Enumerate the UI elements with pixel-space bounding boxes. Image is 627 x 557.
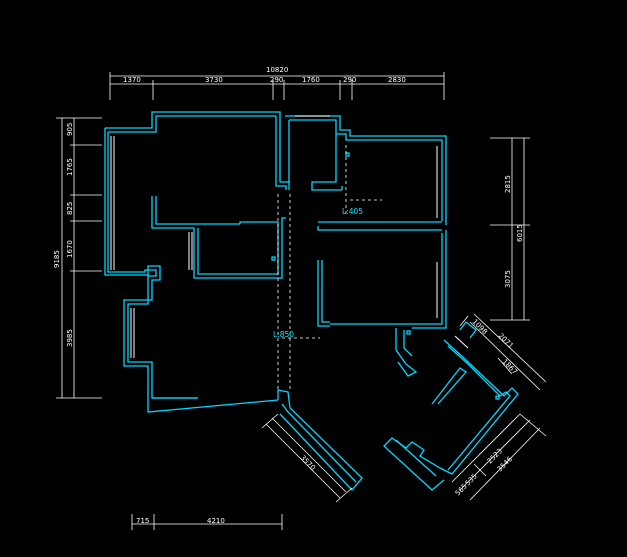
opening-label-2: L:850 xyxy=(273,330,294,339)
dim-diag-c: 1867 xyxy=(501,358,519,376)
dim-top-2: 3730 xyxy=(205,76,223,84)
dim-diag-h: 3570 xyxy=(299,454,317,472)
bottom-wing: 3570 xyxy=(261,389,363,503)
right-wing: 1098 2071 1867 2523 3546 565 535 xyxy=(383,313,547,501)
dim-top-total: 10820 xyxy=(266,66,288,74)
dashed-openings xyxy=(277,145,382,390)
dim-top-3: 290 xyxy=(270,76,283,84)
outer-walls xyxy=(104,111,447,413)
dim-top-4: 1760 xyxy=(302,76,320,84)
dim-left-4: 1670 xyxy=(66,240,74,258)
dim-diag-b: 2071 xyxy=(497,332,515,350)
dim-top-5: 290 xyxy=(343,76,356,84)
dim-right-total: 6015 xyxy=(516,224,524,242)
dim-top-6: 2830 xyxy=(388,76,406,84)
right-dimension-chain: 2815 6015 3075 xyxy=(490,137,530,321)
left-dimension-chain: 9185 905 1765 825 1670 3985 xyxy=(53,117,102,399)
dim-diag-g: 535 xyxy=(464,472,479,487)
top-dimension-chain: 10820 1370 3730 290 1760 290 2830 xyxy=(109,66,445,100)
left-windows xyxy=(110,115,438,358)
dim-left-1: 905 xyxy=(66,123,74,136)
dim-left-5: 3985 xyxy=(66,329,74,347)
interior-walls xyxy=(151,116,442,377)
dim-left-2: 1765 xyxy=(66,158,74,176)
dim-left-total: 9185 xyxy=(53,250,61,268)
dim-right-1: 2815 xyxy=(504,175,512,193)
bottom-dimension-chain: 715 4210 xyxy=(131,514,283,530)
dim-bottom-2: 4210 xyxy=(207,517,225,525)
dim-top-1: 1370 xyxy=(123,76,141,84)
opening-label-1: L:405 xyxy=(342,207,363,216)
dim-bottom-1: 715 xyxy=(136,517,149,525)
dim-right-2: 3075 xyxy=(504,270,512,288)
dim-left-3: 825 xyxy=(66,202,74,215)
